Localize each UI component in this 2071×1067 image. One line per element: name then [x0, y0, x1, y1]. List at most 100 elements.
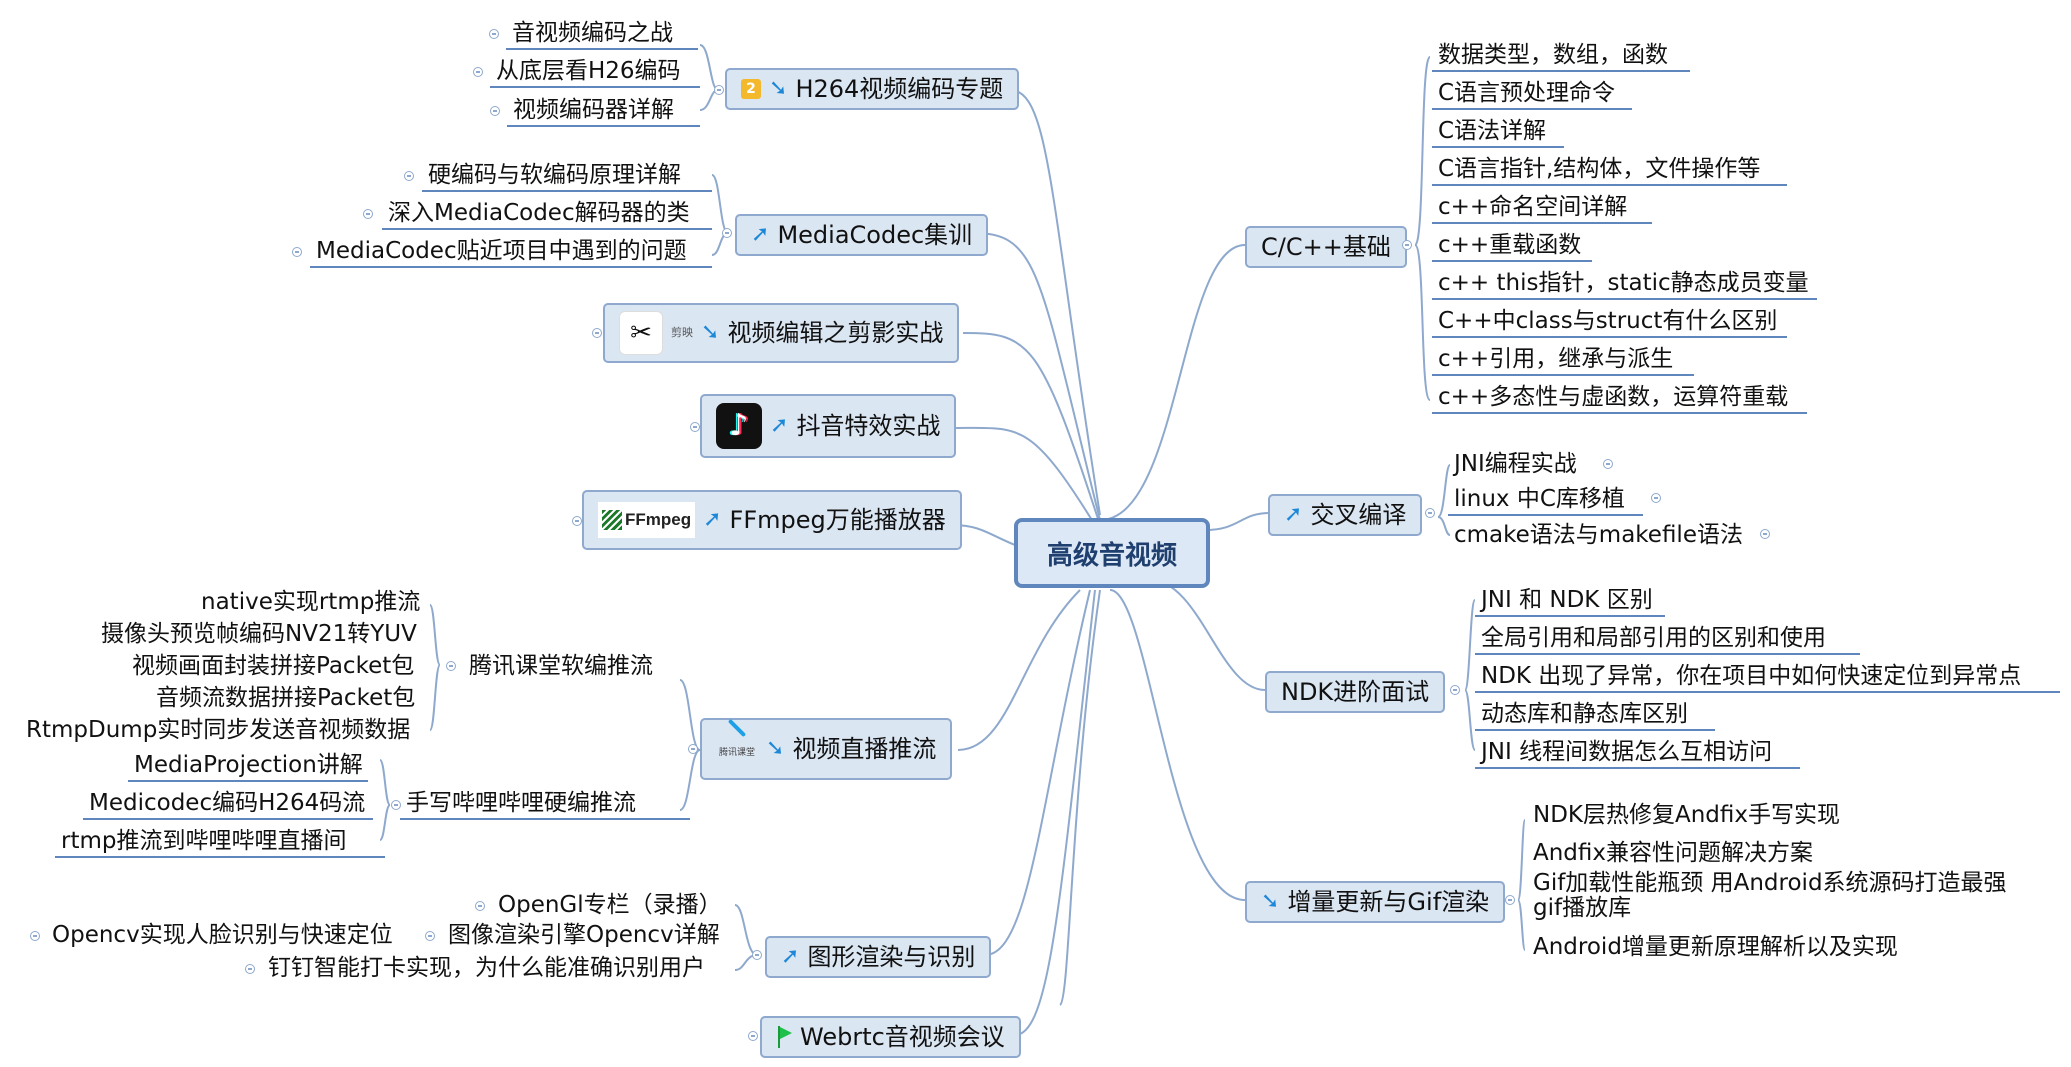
topic-incremental-gif[interactable]: ➘ 增量更新与Gif渲染	[1245, 881, 1506, 923]
tencent-classroom-logo-icon: 腾讯课堂	[716, 718, 758, 772]
topic-webrtc[interactable]: Webrtc音视频会议	[760, 1016, 1021, 1058]
cpp-item[interactable]: C语言指针,结构体，文件操作等	[1432, 154, 1787, 186]
expand-toggle-icon[interactable]	[245, 964, 255, 974]
cpp-item[interactable]: c++ this指针，static静态成员变量	[1432, 268, 1817, 300]
ndk-item[interactable]: NDK 出现了异常，你在项目中如何快速定位到异常点	[1475, 661, 2060, 693]
collapse-toggle-icon[interactable]	[714, 85, 724, 95]
central-topic-label: 高级音视频	[1046, 540, 1177, 571]
expand-toggle-icon[interactable]	[30, 931, 40, 941]
collapse-toggle-icon[interactable]	[1402, 240, 1412, 250]
expand-toggle-icon[interactable]	[292, 247, 302, 257]
collapse-toggle-icon[interactable]	[1425, 508, 1435, 518]
ndk-item[interactable]: JNI 线程间数据怎么互相访问	[1475, 737, 1800, 769]
arrow-up-right-icon: ➚	[703, 507, 722, 532]
graphics-item[interactable]: OpenGl专栏（录播）	[498, 892, 722, 918]
topic-mediacodec-label: MediaCodec集训	[777, 221, 973, 249]
green-flag-icon	[776, 1026, 792, 1048]
cpp-item[interactable]: C语言预处理命令	[1432, 78, 1632, 110]
capcut-logo-icon: ✂	[619, 311, 663, 355]
bili-push-subtopic[interactable]: 手写哔哩哔哩硬编推流	[400, 788, 690, 820]
expand-toggle-icon[interactable]	[690, 422, 700, 432]
graphics-item[interactable]: 图像渲染引擎Opencv详解	[448, 922, 720, 948]
cross-item[interactable]: cmake语法与makefile语法	[1454, 522, 1743, 548]
gif-item[interactable]: Android增量更新原理解析以及实现	[1533, 934, 1898, 960]
topic-douyin[interactable]: ♪ ➚ 抖音特效实战	[700, 394, 957, 458]
collapse-toggle-icon[interactable]	[1450, 685, 1460, 695]
arrow-down-right-icon: ➘	[1261, 889, 1280, 914]
topic-capcut[interactable]: ✂ 剪映 ➘ 视频编辑之剪影实战	[603, 303, 960, 363]
ndk-item[interactable]: JNI 和 NDK 区别	[1475, 585, 1665, 617]
topic-cpp-label: C/C++基础	[1261, 233, 1391, 261]
cross-item[interactable]: JNI编程实战	[1454, 451, 1577, 477]
expand-toggle-icon[interactable]	[489, 29, 499, 39]
ffmpeg-mark-icon	[602, 510, 622, 530]
central-topic[interactable]: 高级音视频	[1014, 518, 1210, 588]
topic-mediacodec[interactable]: ➚ MediaCodec集训	[735, 214, 989, 256]
expand-toggle-icon[interactable]	[404, 171, 414, 181]
gif-item[interactable]: NDK层热修复Andfix手写实现	[1533, 802, 1841, 828]
collapse-toggle-icon[interactable]	[1505, 895, 1515, 905]
cpp-item[interactable]: C++中class与struct有什么区别	[1432, 306, 1787, 338]
collapse-toggle-icon[interactable]	[688, 744, 698, 754]
mediacodec-item[interactable]: MediaCodec贴近项目中遇到的问题	[310, 236, 712, 268]
h264-item[interactable]: 音视频编码之战	[506, 18, 698, 50]
expand-toggle-icon[interactable]	[473, 67, 483, 77]
expand-toggle-icon[interactable]	[592, 328, 602, 338]
tencent-item[interactable]: native实现rtmp推流	[201, 589, 421, 615]
expand-toggle-icon[interactable]	[1760, 529, 1770, 539]
tencent-logo-text: 腾讯课堂	[718, 748, 755, 758]
gif-item[interactable]: gif播放库	[1533, 895, 1632, 921]
expand-toggle-icon[interactable]	[490, 106, 500, 116]
graphics-item[interactable]: 钉钉智能打卡实现，为什么能准确识别用户	[268, 955, 705, 981]
ndk-item[interactable]: 动态库和静态库区别	[1475, 699, 1715, 731]
expand-toggle-icon[interactable]	[363, 209, 373, 219]
tencent-item[interactable]: 视频画面封装拼接Packet包	[132, 653, 415, 679]
tencent-push-subtopic[interactable]: 腾讯课堂软编推流	[469, 653, 653, 679]
h264-item[interactable]: 视频编码器详解	[507, 95, 700, 127]
topic-h264[interactable]: 2 ➘ H264视频编码专题	[725, 68, 1020, 110]
bili-item[interactable]: rtmp推流到哔哩哔哩直播间	[55, 826, 385, 858]
cpp-item[interactable]: c++多态性与虚函数，运算符重载	[1432, 382, 1807, 414]
tencent-item[interactable]: 音频流数据拼接Packet包	[156, 685, 416, 711]
collapse-toggle-icon[interactable]	[722, 228, 732, 238]
topic-graphics[interactable]: ➚ 图形渲染与识别	[765, 936, 992, 978]
topic-live-streaming[interactable]: 腾讯课堂 ➘ 视频直播推流	[700, 718, 953, 780]
bili-item[interactable]: Medicodec编码H264码流	[83, 788, 373, 820]
h264-item[interactable]: 从底层看H26编码	[490, 56, 700, 88]
cross-item[interactable]: linux 中C库移植	[1448, 484, 1643, 516]
topic-cpp-basics[interactable]: C/C++基础	[1245, 226, 1407, 268]
topic-ndk-interview[interactable]: NDK进阶面试	[1265, 671, 1446, 713]
expand-toggle-icon[interactable]	[475, 901, 485, 911]
cpp-item[interactable]: c++引用，继承与派生	[1432, 344, 1694, 376]
expand-toggle-icon[interactable]	[425, 931, 435, 941]
expand-toggle-icon[interactable]	[572, 516, 582, 526]
bili-item[interactable]: MediaProjection讲解	[128, 750, 368, 782]
collapse-toggle-icon[interactable]	[446, 661, 456, 671]
expand-toggle-icon[interactable]	[748, 1031, 758, 1041]
topic-ffmpeg[interactable]: FFmpeg ➚ FFmpeg万能播放器	[582, 490, 962, 550]
arrow-up-right-icon: ➚	[781, 944, 800, 969]
arrow-down-right-icon: ➘	[701, 320, 720, 345]
ffmpeg-logo-text: FFmpeg	[625, 510, 692, 529]
topic-ndk-label: NDK进阶面试	[1281, 678, 1430, 706]
expand-toggle-icon[interactable]	[1651, 493, 1661, 503]
cpp-item[interactable]: 数据类型，数组，函数	[1432, 40, 1690, 72]
opencv-child-item[interactable]: Opencv实现人脸识别与快速定位	[52, 922, 393, 948]
cpp-item[interactable]: c++重载函数	[1432, 230, 1592, 262]
cpp-item[interactable]: C语法详解	[1432, 116, 1564, 148]
mediacodec-item[interactable]: 深入MediaCodec解码器的类	[382, 198, 712, 230]
expand-toggle-icon[interactable]	[1603, 459, 1613, 469]
collapse-toggle-icon[interactable]	[391, 800, 401, 810]
tencent-item[interactable]: 摄像头预览帧编码NV21转YUV	[101, 621, 417, 647]
topic-gif-label: 增量更新与Gif渲染	[1287, 888, 1490, 916]
ffmpeg-logo-icon: FFmpeg	[598, 502, 696, 538]
gif-item[interactable]: Andfix兼容性问题解决方案	[1533, 840, 1814, 866]
mediacodec-item[interactable]: 硬编码与软编码原理详解	[422, 160, 712, 192]
arrow-down-right-icon: ➘	[766, 736, 785, 761]
gif-item[interactable]: Gif加载性能瓶颈 用Android系统源码打造最强	[1533, 870, 2007, 896]
tencent-item[interactable]: RtmpDump实时同步发送音视频数据	[26, 717, 411, 743]
topic-cross-compile[interactable]: ➚ 交叉编译	[1268, 494, 1423, 536]
collapse-toggle-icon[interactable]	[752, 950, 762, 960]
ndk-item[interactable]: 全局引用和局部引用的区别和使用	[1475, 623, 1860, 655]
cpp-item[interactable]: c++命名空间详解	[1432, 192, 1652, 224]
